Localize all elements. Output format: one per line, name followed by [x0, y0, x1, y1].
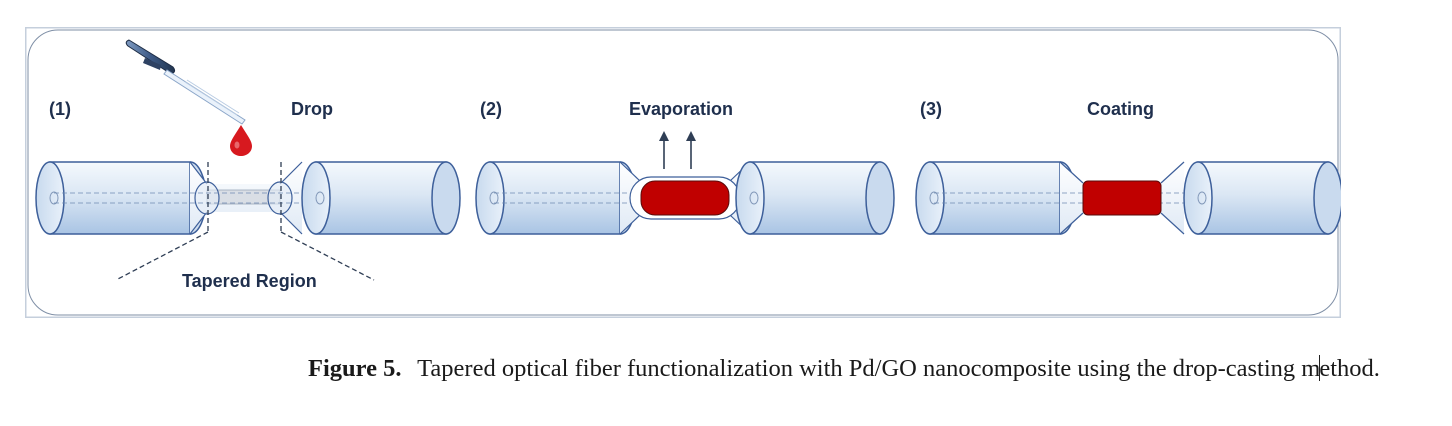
figure-diagram-panel: (1) Drop [25, 27, 1341, 318]
evaporation-arrow-icon [659, 131, 696, 169]
step-3-group: (3) Coating [915, 99, 1341, 235]
step-2-title: Evaporation [629, 99, 733, 119]
tapered-region-label: Tapered Region [182, 271, 317, 291]
drop-icon [230, 125, 252, 156]
panel-border [25, 27, 1341, 318]
step-1-title: Drop [291, 99, 333, 119]
step-3-number: (3) [920, 99, 942, 119]
step-1-number: (1) [49, 99, 71, 119]
caption-text-part2: ethod. [1319, 355, 1380, 382]
fiber-3-left-cylinder [915, 161, 1077, 235]
step-1-group: (1) Drop [35, 39, 461, 291]
text-cursor [1319, 355, 1321, 381]
caption-text-part1: Tapered optical fiber functionalization … [417, 355, 1321, 382]
fiber-2-right-cylinder [735, 161, 895, 235]
fiber-3-right-cylinder [1183, 161, 1341, 235]
evaporating-pdgo-drop [640, 180, 730, 216]
pdgo-coating [1082, 180, 1162, 216]
fiber-1-left-cylinder [35, 161, 207, 235]
fiber-1-right-cylinder [301, 161, 461, 235]
figure-label: Figure 5. [308, 355, 402, 382]
step-3-title: Coating [1087, 99, 1154, 119]
fiber-2-left-cylinder [475, 161, 637, 235]
figure-caption: Figure 5. Tapered optical fiber function… [308, 350, 1438, 388]
step-2-group: (2) Evaporation [475, 99, 895, 235]
step-2-number: (2) [480, 99, 502, 119]
tapered-region-markers [115, 162, 375, 281]
fiber-3-taper [934, 161, 1219, 235]
dropper-icon [125, 39, 246, 125]
